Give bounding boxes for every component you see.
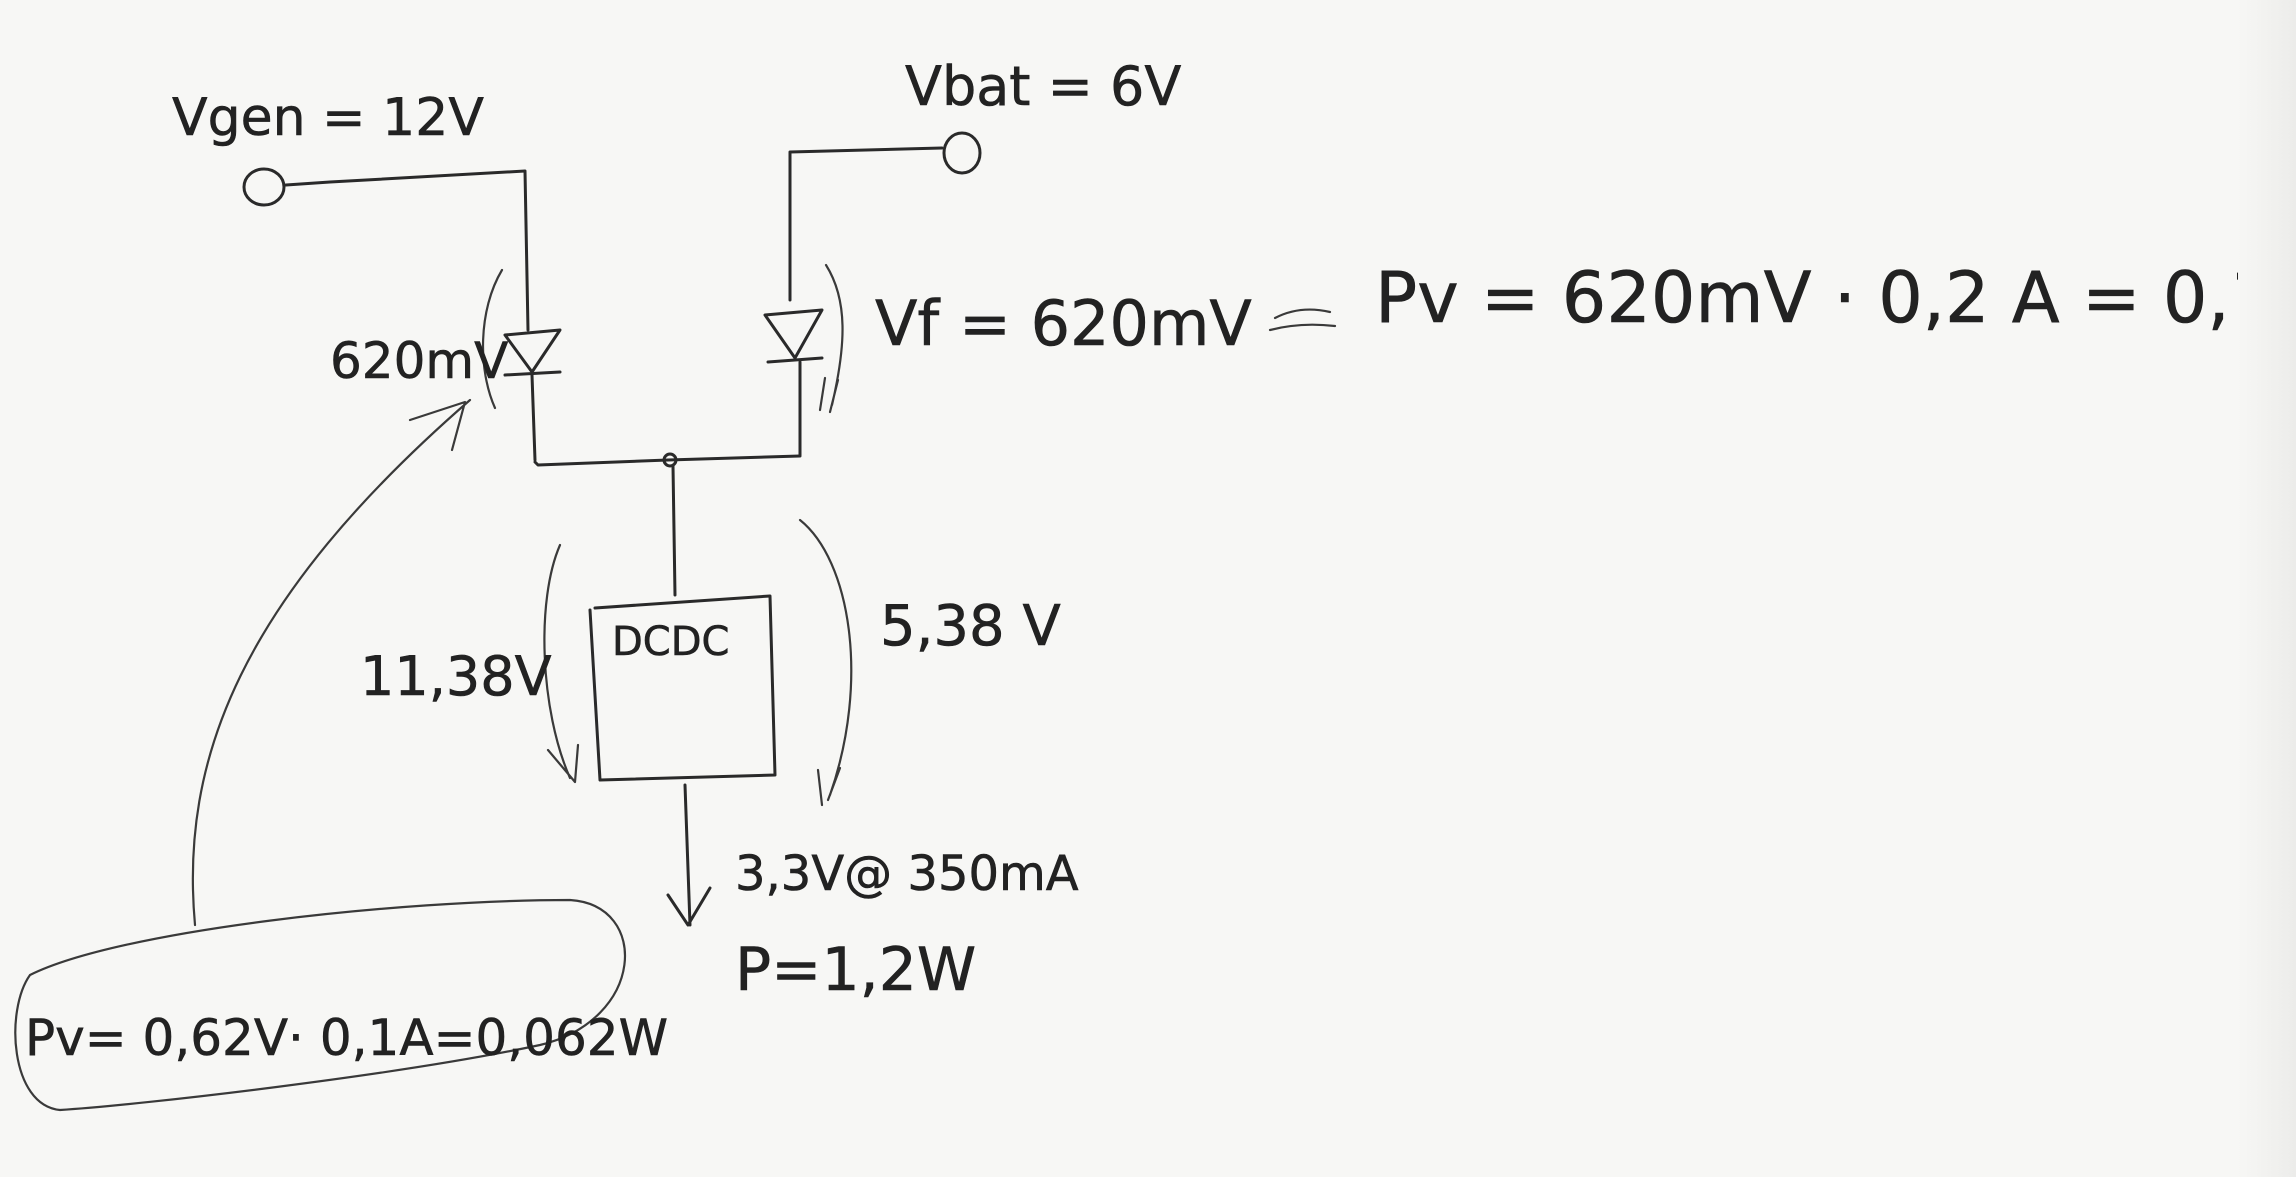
voltage-left-label: 11,38V [360, 645, 552, 708]
v-gen-label: Vgen = 12V [172, 88, 484, 148]
approx-symbol [1268, 308, 1337, 332]
right-diode-arrow [818, 263, 844, 414]
output-label: 3,3V@ 350mA [735, 846, 1079, 902]
junction-node [662, 452, 678, 468]
loss-callout-ellipse [14, 898, 627, 1112]
bus-to-dcdc-wire [671, 464, 677, 597]
dcdc-label: DCDC [612, 619, 729, 665]
bat-terminal [942, 131, 982, 175]
gen-terminal [242, 167, 286, 207]
output-arrow [666, 783, 712, 927]
output-power-label: P=1,2W [735, 935, 976, 1005]
loss-callout-arrow [191, 398, 472, 927]
dcdc-box [588, 594, 777, 782]
gen-wire [284, 169, 530, 332]
right-voltage-arrow [798, 518, 853, 807]
left-diode-drop-label: 620mV [330, 332, 508, 390]
left-diode [503, 328, 562, 462]
bat-wire [788, 146, 944, 302]
right-diode [763, 308, 824, 457]
power-loss-left: Pv= 0,62V· 0,1A=0,062W [25, 1009, 668, 1067]
voltage-right-label: 5,38 V [880, 594, 1061, 659]
v-bat-label: Vbat = 6V [905, 55, 1181, 118]
left-voltage-arrow [543, 543, 580, 784]
right-diode-drop-label: Vf = 620mV [875, 287, 1252, 360]
power-loss-right: Pv = 620mV · 0,2 A = 0,124W [1375, 257, 2296, 339]
junction-bus [533, 454, 802, 467]
left-diode-arrow [481, 268, 504, 410]
